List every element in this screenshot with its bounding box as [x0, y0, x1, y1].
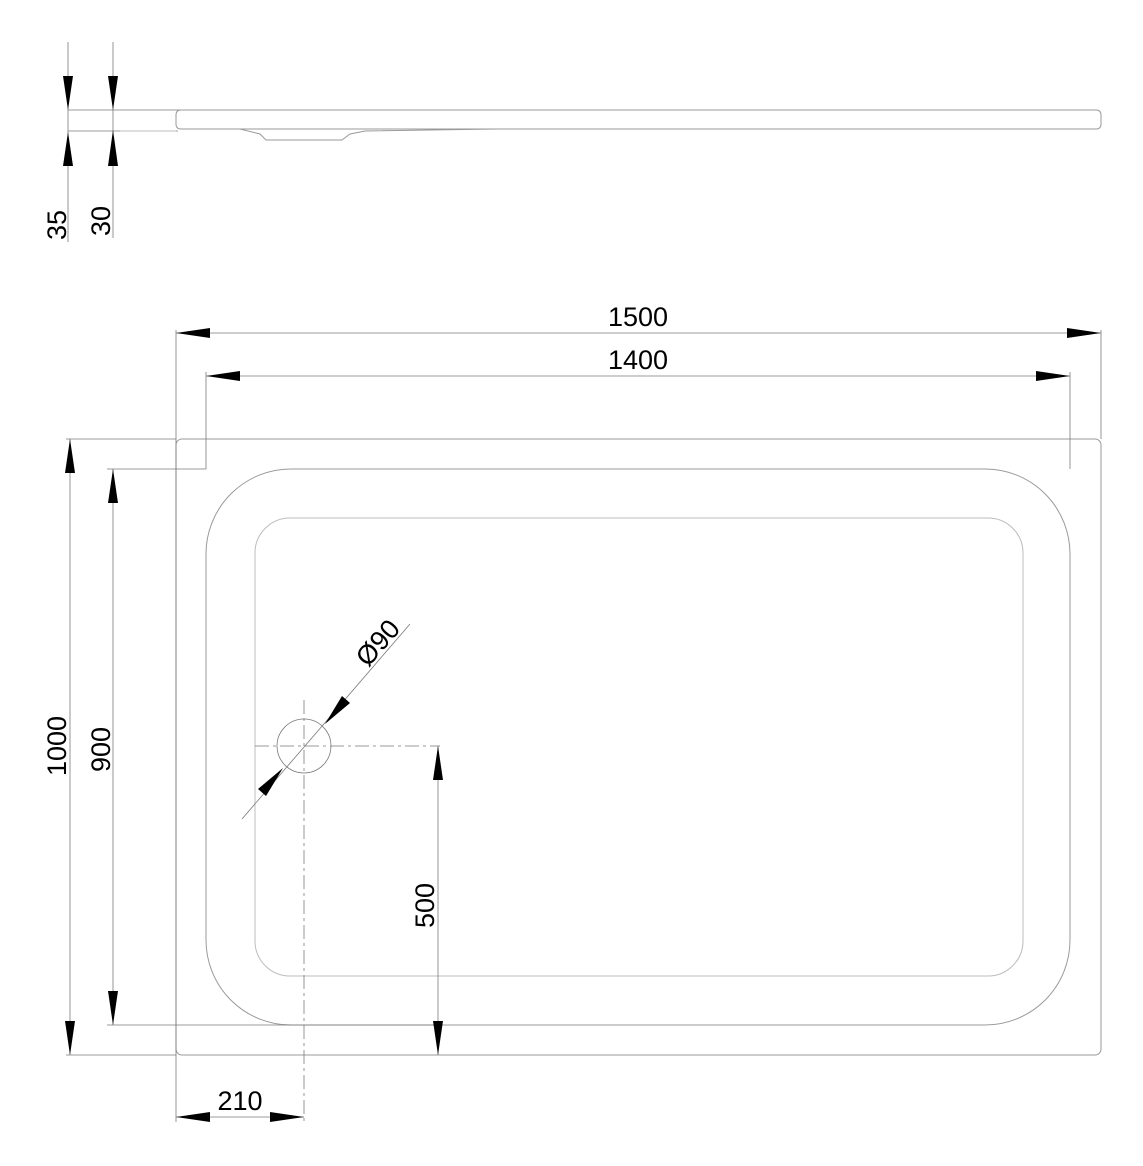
arrow-1000-bottom [65, 1021, 75, 1055]
drain-profile [239, 128, 498, 141]
dim-overall-length-1500: 1500 [608, 302, 668, 332]
arrow-30-top [108, 76, 118, 110]
dim-drain-offset-210: 210 [217, 1086, 262, 1116]
arrow-1500-right [1067, 328, 1101, 338]
dim-overall-width-1000: 1000 [42, 716, 72, 776]
arrow-500-bottom [433, 1021, 443, 1055]
dim-rim-height-30: 30 [86, 206, 116, 236]
arrow-1500-left [176, 328, 210, 338]
arrow-35-bottom [63, 132, 73, 166]
arrow-diameter-bottom [258, 768, 283, 796]
tray-side-profile [175, 109, 1102, 130]
basin-outline [205, 468, 1071, 1026]
dim-inner-length-1400: 1400 [608, 345, 668, 375]
arrow-900-bottom [108, 991, 118, 1025]
dim-inner-width-900: 900 [86, 727, 116, 772]
tray-outline [175, 438, 1102, 1056]
dim-total-height-35: 35 [42, 210, 72, 240]
dim-drain-diameter: Ø90 [350, 614, 406, 672]
arrow-diameter-top [325, 696, 350, 724]
arrow-210-right [270, 1112, 304, 1122]
arrow-35-top [63, 76, 73, 110]
plan-view: 1500 1400 1000 900 Ø90 500 [42, 302, 1102, 1122]
dim-drain-offset-500: 500 [410, 883, 440, 928]
arrow-1400-left [206, 371, 240, 381]
arrow-900-top [108, 469, 118, 503]
arrow-1400-right [1036, 371, 1070, 381]
arrow-500-top [433, 746, 443, 780]
basin-floor [254, 517, 1024, 977]
arrow-210-left [176, 1112, 210, 1122]
arrow-1000-top [65, 439, 75, 473]
side-view: 35 30 [42, 42, 1102, 242]
arrow-30-bottom [108, 130, 118, 166]
